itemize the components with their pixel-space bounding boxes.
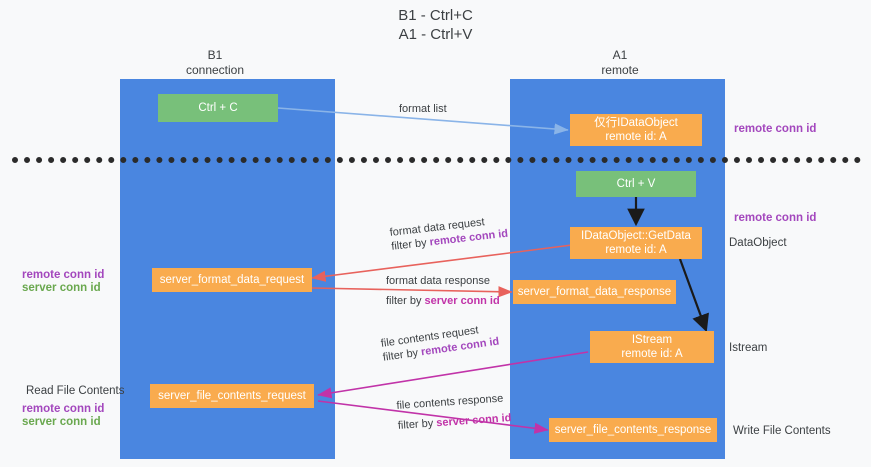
filter-prefix-2: filter by [386,295,425,307]
node-idataobject-label: 仅行IDataObject [594,117,678,129]
node-istream-sub: remote id: A [621,348,683,360]
note-right-write-file-contents: Write File Contents [733,425,831,437]
node-istream[interactable]: IStream remote id: A [590,331,714,363]
column-header-b1-role: connection [185,63,245,77]
filter-prefix: filter by [390,236,431,253]
column-header-b1-name: B1 [207,48,223,62]
phase-divider [12,157,861,163]
node-ctrl-c-label: Ctrl + C [198,102,238,114]
note-left-read-file-contents: Read File Contents [26,385,125,397]
edge-label-format-data-response: format data response filter by server co… [386,274,500,308]
node-ctrl-c[interactable]: Ctrl + C [158,94,278,122]
edge-label-file-contents-response-title: file contents response [396,392,504,412]
title-line-2: A1 - Ctrl+V [398,26,473,43]
node-server-format-data-response-label: server_format_data_response [517,286,672,298]
edge-label-format-data-response-filter: filter by server conn id [386,294,500,308]
column-header-a1-name: A1 [612,48,628,62]
edge-label-file-contents-request: file contents request filter by remote c… [380,321,500,365]
note-left-remote-conn-id-2: remote conn id [22,403,105,415]
node-ctrl-v-label: Ctrl + V [616,178,656,190]
column-header-b1: B1 connection [105,48,325,78]
note-right-dataobject: DataObject [729,237,787,249]
filter-prefix-4: filter by [397,417,437,432]
node-server-file-contents-response-label: server_file_contents_response [554,424,712,436]
node-server-file-contents-request-label: server_file_contents_request [158,390,306,402]
edge-label-format-data-request: format data request filter by remote con… [389,213,509,254]
column-header-a1-role: remote [601,63,639,77]
filter-value-server-conn-id: server conn id [424,295,500,307]
node-idataobject-getdata-sub: remote id: A [605,244,667,256]
note-left-server-conn-id: server conn id [22,282,101,294]
edge-label-file-contents-response-filter: filter by server conn id [397,411,511,433]
node-server-format-data-response[interactable]: server_format_data_response [513,280,676,304]
node-istream-label: IStream [631,334,673,346]
note-right-remote-conn-id-top: remote conn id [734,123,817,135]
note-right-istream: Istream [729,342,768,354]
node-server-file-contents-request[interactable]: server_file_contents_request [150,384,314,408]
node-server-file-contents-response[interactable]: server_file_contents_response [549,418,717,442]
column-header-a1: A1 remote [510,48,730,78]
note-right-remote-conn-id-mid: remote conn id [734,212,817,224]
page-title: B1 - Ctrl+C A1 - Ctrl+V [0,6,871,44]
node-server-format-data-request[interactable]: server_format_data_request [152,268,312,292]
node-server-format-data-request-label: server_format_data_request [159,274,305,286]
node-ctrl-v[interactable]: Ctrl + V [576,171,696,197]
edge-label-format-list: format list [399,103,447,115]
edge-label-format-data-response-title: format data response [386,275,490,287]
node-idataobject-getdata[interactable]: IDataObject::GetData remote id: A [570,227,702,259]
node-idataobject-getdata-label: IDataObject::GetData [581,230,691,242]
node-idataobject-sub: remote id: A [605,131,667,143]
title-line-1: B1 - Ctrl+C [398,7,473,24]
edge-label-file-contents-response: file contents response filter by server … [396,391,512,433]
note-left-remote-conn-id: remote conn id [22,269,105,281]
filter-prefix-3: filter by [382,346,422,364]
note-left-server-conn-id-2: server conn id [22,416,101,428]
node-idataobject[interactable]: 仅行IDataObject remote id: A [570,114,702,146]
filter-value-server-conn-id-2: server conn id [435,412,512,430]
